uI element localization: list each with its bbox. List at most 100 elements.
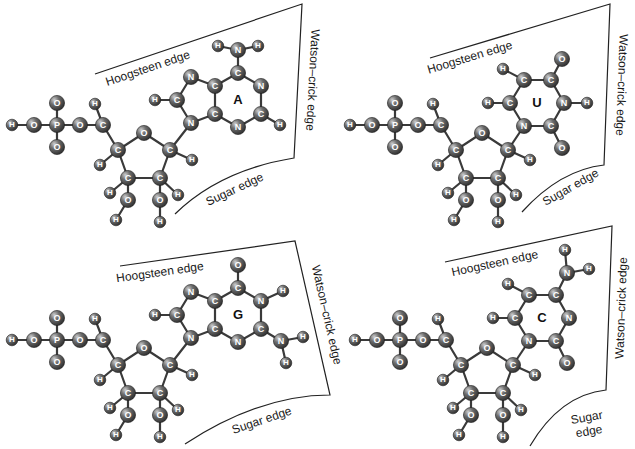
atom-symbol: H [157, 433, 163, 441]
atom-symbol: H [500, 65, 506, 73]
atom-symbol: O [419, 336, 426, 345]
atom-sphere [387, 117, 402, 132]
atom-symbol: O [30, 336, 37, 345]
atom-symbol: H [277, 121, 283, 129]
atom-symbol: N [564, 269, 571, 278]
atom-sphere [524, 154, 536, 166]
atom-sphere [495, 407, 510, 422]
atom-sphere [432, 159, 444, 171]
atom-symbol: H [451, 216, 457, 224]
atom-sphere [432, 313, 444, 325]
atom-symbol: C [443, 336, 450, 345]
atom-symbol: C [495, 174, 502, 183]
atom-symbol: H [9, 121, 15, 129]
atom-symbol: H [500, 433, 506, 441]
atom-symbol: O [563, 359, 570, 368]
atom-symbol: C [212, 325, 219, 334]
atom-symbol: H [107, 404, 113, 412]
atom-sphere [49, 117, 64, 132]
atom-sphere [453, 429, 465, 441]
atom-sphere [152, 170, 167, 185]
atom-symbol: N [566, 314, 573, 323]
atom-symbol: H [152, 96, 158, 104]
atom-sphere [280, 357, 292, 369]
atom-sphere [207, 293, 222, 308]
atom-symbol: H [490, 314, 496, 322]
atom-symbol: H [97, 376, 103, 384]
atom-sphere [274, 119, 286, 131]
atom-sphere [427, 98, 439, 110]
atom-sphere [6, 334, 18, 346]
atom-symbol: H [175, 191, 181, 199]
edge-bracket [445, 226, 612, 446]
atom-sphere [453, 357, 468, 372]
atom-sphere [392, 310, 407, 325]
atom-symbol: H [435, 161, 441, 169]
atom-sphere [172, 404, 184, 416]
atom-sphere [94, 374, 106, 386]
atom-symbol: C [100, 121, 107, 130]
atom-symbol: O [53, 143, 60, 152]
atom-sphere [277, 285, 289, 297]
edge-bracket [95, 4, 302, 214]
atom-symbol: H [518, 406, 524, 414]
atom-sphere [207, 321, 222, 336]
atom-symbol: O [53, 314, 60, 323]
atom-symbol: C [553, 291, 560, 300]
atom-symbol: H [485, 99, 491, 107]
atom-sphere [474, 125, 489, 140]
atom-layer [6, 40, 595, 443]
edge-label: Sugar edge [564, 408, 612, 443]
atom-sphere [497, 431, 509, 443]
atom-symbol: C [125, 389, 132, 398]
atom-symbol: O [483, 344, 490, 353]
atom-symbol: H [352, 336, 358, 344]
atom-sphere [516, 72, 531, 87]
atom-sphere [344, 119, 356, 131]
base-letter: A [233, 93, 242, 108]
atom-sphere [510, 189, 522, 201]
atom-sphere [433, 117, 448, 132]
atom-symbol: C [212, 297, 219, 306]
atom-symbol: O [76, 336, 83, 345]
atom-sphere [230, 257, 245, 272]
edge-label: Sugar edge [541, 167, 602, 210]
edge-label: Hoogsteen edge [450, 248, 539, 280]
atom-sphere [490, 192, 505, 207]
atom-symbol: C [212, 110, 219, 119]
atom-sphere [136, 340, 151, 355]
atom-sphere [120, 407, 135, 422]
atom-sphere [154, 431, 166, 443]
atom-symbol: P [54, 121, 60, 130]
atom-symbol: C [463, 174, 470, 183]
atom-sphere [230, 280, 245, 295]
atom-sphere [89, 313, 101, 325]
atom-sphere [500, 142, 515, 157]
atom-symbol: H [495, 218, 501, 226]
atom-symbol: C [212, 82, 219, 91]
bond-layer [12, 46, 589, 437]
atom-sphere [149, 309, 161, 321]
atom-symbol: O [391, 99, 398, 108]
atom-sphere [495, 385, 510, 400]
atom-symbol: C [521, 76, 528, 85]
atom-symbol: H [450, 404, 456, 412]
atom-sphere [463, 385, 478, 400]
atom-symbol: O [494, 196, 501, 205]
atom-sphere [162, 142, 177, 157]
atom-symbol: C [125, 174, 132, 183]
atom-sphere [437, 374, 449, 386]
atom-symbol: H [92, 100, 98, 108]
atom-symbol: C [258, 110, 265, 119]
atom-sphere [392, 332, 407, 347]
atom-symbol: H [430, 100, 436, 108]
atom-symbol: N [235, 338, 242, 347]
atom-sphere [273, 333, 288, 348]
atom-symbol: P [392, 121, 398, 130]
atom-sphere [154, 216, 166, 228]
atom-sphere [410, 117, 425, 132]
atom-symbol: O [467, 411, 474, 420]
edge-bracket [430, 4, 610, 212]
edge-label: Watson–crick edge [308, 264, 344, 366]
